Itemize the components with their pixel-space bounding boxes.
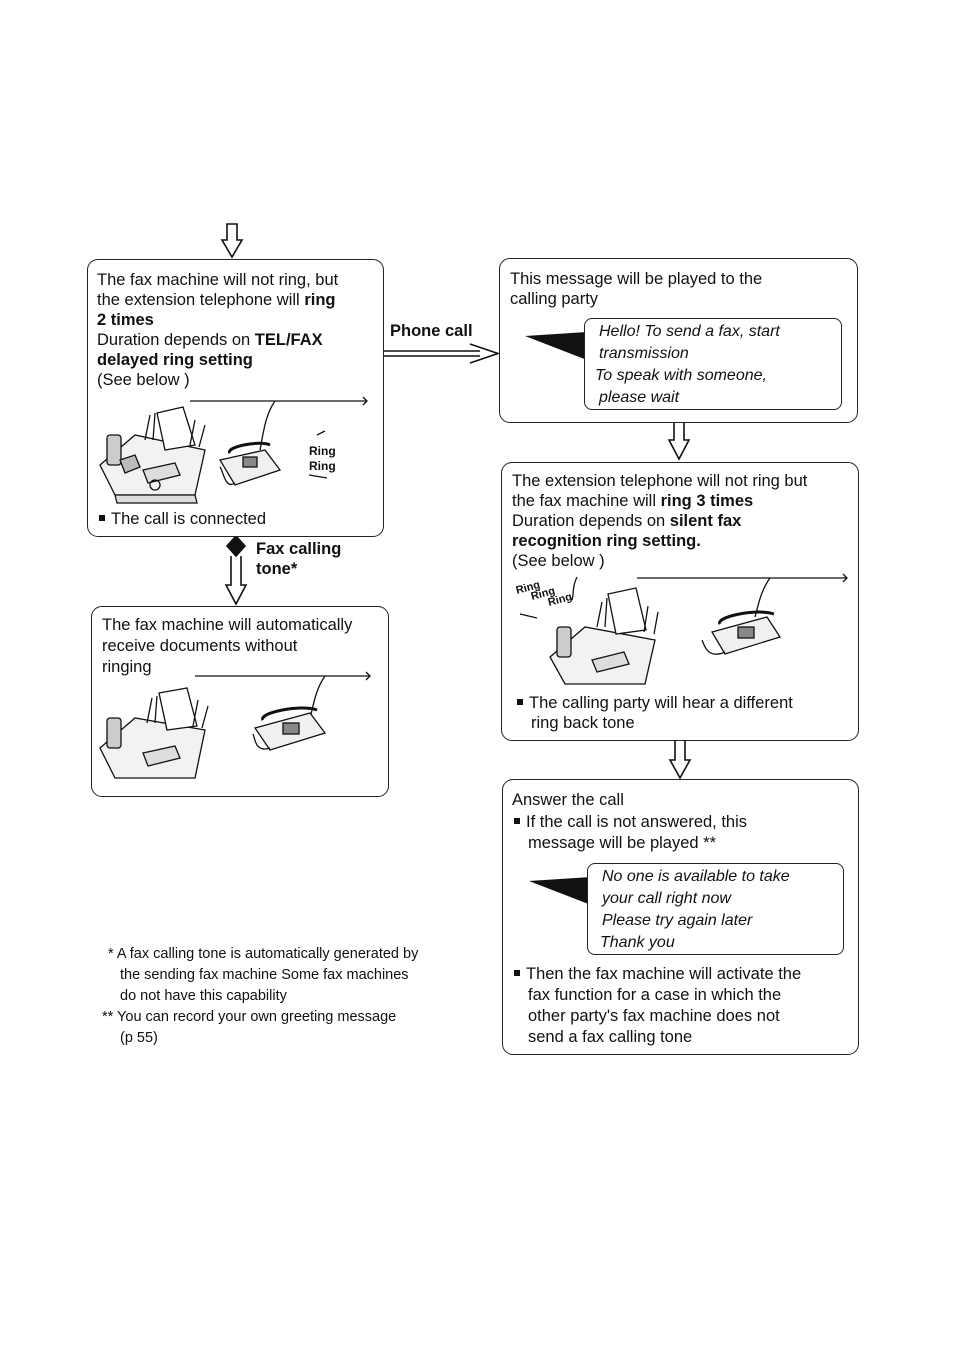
text-line: The fax machine will not ring, but — [97, 271, 339, 289]
label-phone-call: Phone call — [390, 322, 473, 340]
bullet-icon — [517, 699, 523, 705]
arrow-down-fax-tone — [224, 534, 248, 606]
bullet-text: The call is connected — [111, 510, 267, 528]
text-line-bold: recognition ring setting. — [512, 532, 701, 550]
ring-label: Ring — [309, 444, 336, 458]
box-greeting-message-text: This message will be played to the calli… — [510, 269, 850, 309]
text-line: the fax machine will ring 3 times — [512, 492, 754, 510]
message-bubble-greeting: Hello! To send a fax, start transmission… — [584, 318, 842, 410]
text-line: Duration depends on TEL/FAX — [97, 331, 323, 349]
bullet-icon — [99, 515, 105, 521]
box-fax-rings-text: The extension telephone will not ring bu… — [512, 471, 857, 571]
arrow-down-top-left — [220, 223, 244, 259]
bullet-line: If the call is not answered, this — [514, 812, 747, 833]
message-line: Hello! To send a fax, start — [599, 323, 780, 340]
text-line: (See below ) — [97, 371, 190, 389]
text-line: The extension telephone will not ring bu… — [512, 472, 808, 490]
speech-pointer-1 — [525, 332, 587, 360]
arrow-right-phone-call — [384, 343, 501, 364]
fax-and-phone-illustration-1: Ring Ring — [99, 396, 368, 504]
footnote-line: * A fax calling tone is automatically ge… — [108, 946, 419, 962]
bullet-line: Then the fax machine will activate the — [514, 964, 801, 985]
ring-label: Ring — [309, 459, 336, 473]
text-line-bold: 2 times — [97, 311, 154, 329]
message-line: To speak with someone, — [595, 367, 767, 384]
text-line: Duration depends on silent fax — [512, 512, 742, 530]
bullet-line: send a fax calling tone — [528, 1028, 693, 1046]
message-line: No one is available to take — [602, 868, 790, 885]
text-line: This message will be played to the — [510, 270, 763, 288]
text-line: receive documents without — [102, 637, 298, 655]
footnote-line: ** You can record your own greeting mess… — [102, 1009, 397, 1025]
text-line: The fax machine will automatically — [102, 616, 353, 634]
bullet-call-connected: The call is connected — [99, 509, 266, 530]
bullet-not-answered: If the call is not answered, this messag… — [514, 812, 747, 854]
speech-pointer-2 — [529, 877, 591, 905]
arrow-down-right-2 — [668, 741, 692, 780]
box-fax-rings — [501, 462, 859, 741]
box-extension-rings-text: The fax machine will not ring, but the e… — [97, 270, 382, 390]
bullet-activate-fax: Then the fax machine will activate the f… — [514, 964, 801, 1048]
text-line: (See below ) — [512, 552, 605, 570]
fax-and-phone-illustration-2 — [99, 671, 371, 779]
bullet-line: The calling party will hear a different — [517, 693, 793, 713]
message-line: please wait — [599, 389, 680, 406]
footnotes: * A fax calling tone is automatically ge… — [102, 944, 419, 1049]
fax-and-phone-illustration-3: Ring Ring Ring — [515, 573, 848, 685]
footnote-line: the sending fax machine Some fax machine… — [120, 967, 409, 983]
footnote-line: (p 55) — [120, 1030, 158, 1046]
box-auto-receive-text: The fax machine will automatically recei… — [102, 615, 387, 678]
text-line: calling party — [510, 290, 599, 308]
bullet-line: message will be played ** — [528, 834, 717, 852]
text-line: ringing — [102, 658, 152, 676]
bullet-line: fax function for a case in which the — [528, 986, 782, 1004]
label-line: tone* — [256, 560, 298, 578]
message-line: transmission — [599, 345, 689, 362]
message-line: Thank you — [600, 934, 675, 951]
message-bubble-unavailable: No one is available to take your call ri… — [587, 863, 844, 955]
text-line: the extension telephone will ring — [97, 291, 336, 309]
bullet-icon — [514, 818, 520, 824]
bullet-line: other party's fax machine does not — [528, 1007, 780, 1025]
message-line: Please try again later — [602, 912, 753, 929]
label-line: Fax calling — [256, 540, 342, 558]
label-fax-calling-tone: Fax calling tone* — [256, 539, 341, 579]
arrow-down-right-1 — [667, 423, 691, 461]
bullet-line: ring back tone — [531, 714, 635, 732]
text-line-bold: delayed ring setting — [97, 351, 253, 369]
bullet-ring-back-tone: The calling party will hear a different … — [517, 693, 793, 733]
footnote-line: do not have this capability — [120, 988, 287, 1004]
box-answer-call-header: Answer the call — [512, 791, 624, 809]
message-line: your call right now — [602, 890, 731, 907]
bullet-icon — [514, 970, 520, 976]
box-extension-rings — [87, 259, 384, 537]
